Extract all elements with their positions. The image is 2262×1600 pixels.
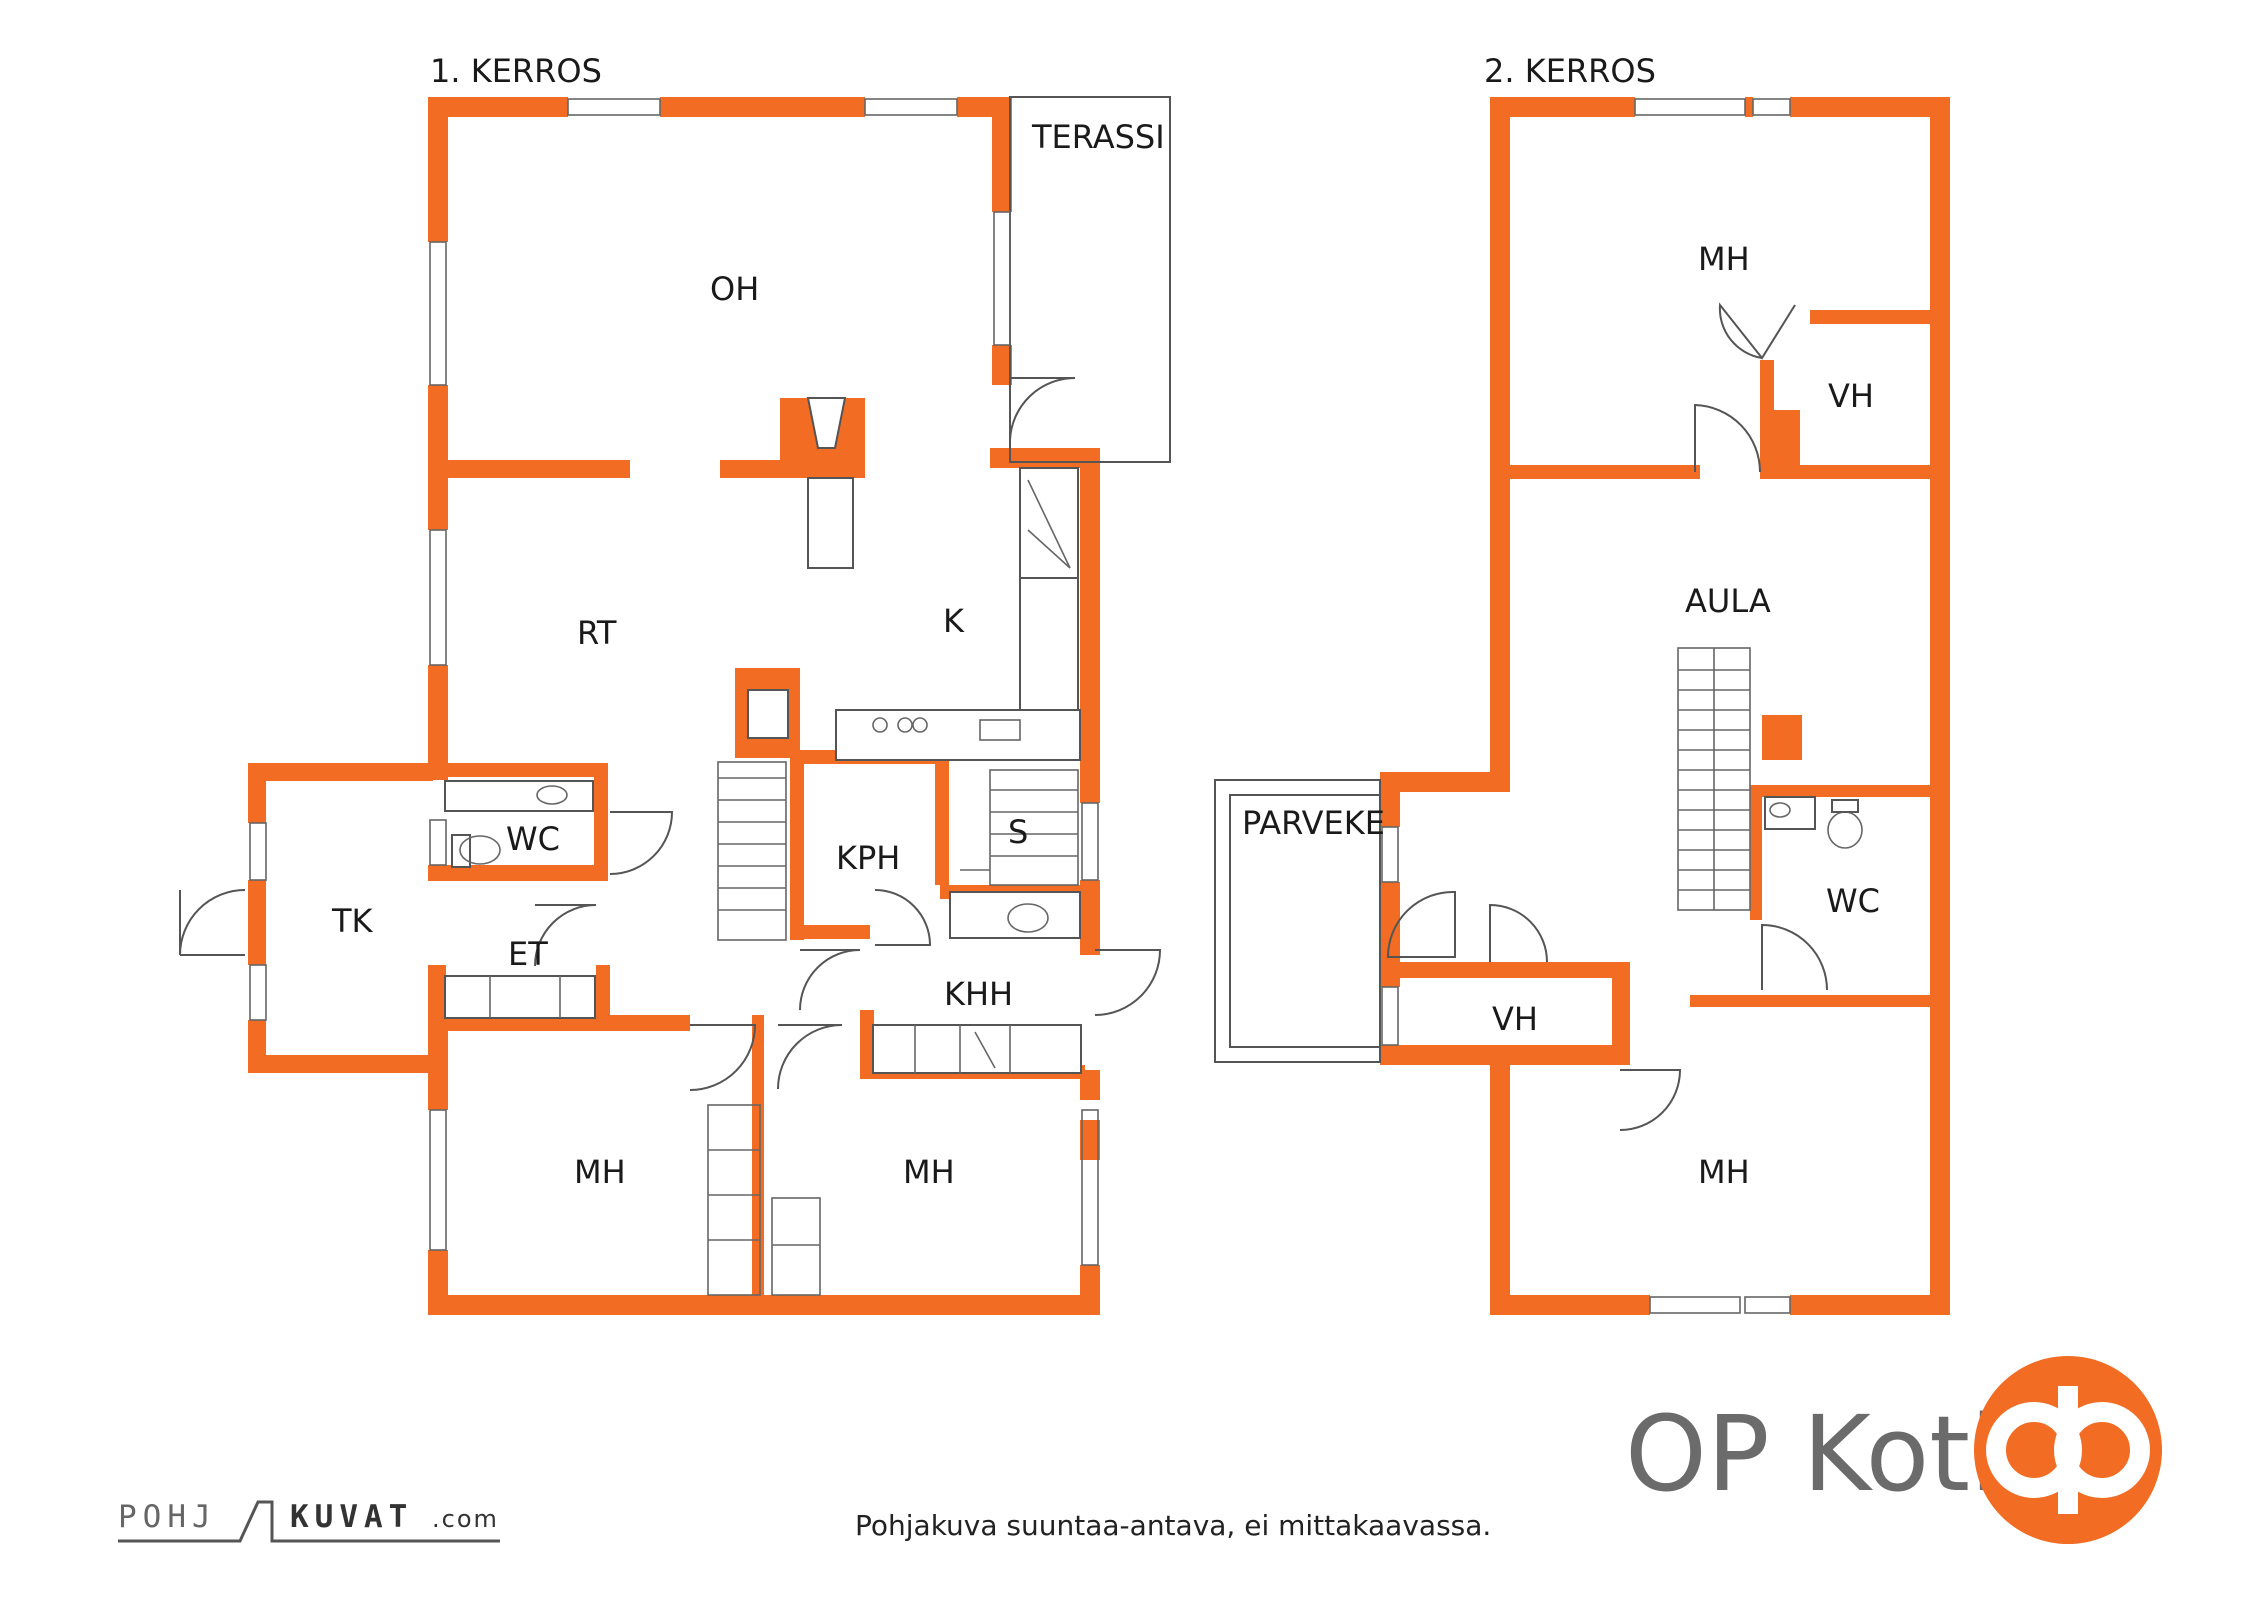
floor-2-title: 2. KERROS [1484, 52, 1656, 90]
floor-1-plan [179, 96, 1171, 1315]
room-label-s: S [1008, 813, 1028, 851]
room-label-vh-2b: VH [1492, 1000, 1538, 1038]
pohjakuvat-logo-mid: KUVAT [290, 1499, 413, 1535]
pohjakuvat-logo: POHJ KUVAT .com [118, 1499, 500, 1543]
room-label-wc-1: WC [506, 820, 560, 858]
room-label-tk: TK [331, 902, 374, 940]
room-label-khh: KHH [944, 975, 1013, 1013]
floor-2-plan [1214, 97, 1950, 1315]
room-label-k: K [943, 602, 965, 640]
room-label-mh-1b: MH [903, 1153, 955, 1191]
op-logo-icon [1974, 1356, 2162, 1544]
floor-1-title: 1. KERROS [430, 52, 602, 90]
pohjakuvat-logo-domain: .com [432, 1505, 499, 1533]
room-label-vh-2a: VH [1828, 377, 1874, 415]
room-label-mh-2a: MH [1698, 240, 1750, 278]
room-label-mh-1a: MH [574, 1153, 626, 1191]
room-label-aula: AULA [1685, 582, 1771, 620]
room-label-wc-2: WC [1826, 882, 1880, 920]
room-label-terassi: TERASSI [1031, 118, 1165, 156]
room-label-et: ET [508, 935, 548, 973]
room-label-oh: OH [710, 270, 759, 308]
op-koti-wordmark: OP Koti [1625, 1393, 1999, 1515]
room-label-rt: RT [577, 614, 617, 652]
disclaimer-caption: Pohjakuva suuntaa-antava, ei mittakaavas… [855, 1509, 1491, 1542]
room-label-parveke: PARVEKE [1242, 804, 1385, 842]
room-label-mh-2b: MH [1698, 1153, 1750, 1191]
pohjakuvat-logo-left: POHJ [118, 1499, 217, 1535]
room-label-kph: KPH [836, 839, 900, 877]
